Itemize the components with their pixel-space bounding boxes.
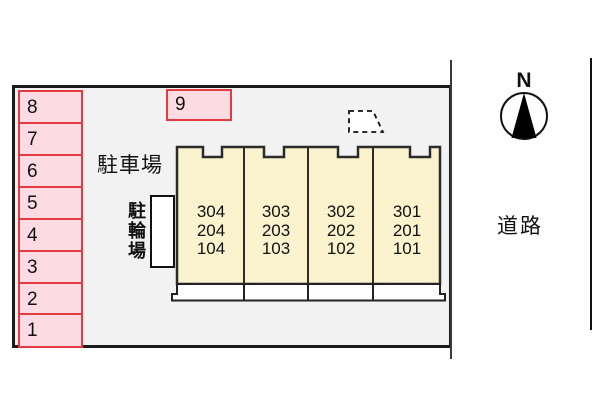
room-number: 101 bbox=[392, 239, 422, 258]
parking-space-7: 7 bbox=[18, 122, 83, 157]
unit-rooms-2: 303 203 103 bbox=[244, 202, 308, 259]
room-number: 302 bbox=[326, 202, 356, 221]
room-number: 103 bbox=[261, 239, 291, 258]
parking-space-1: 1 bbox=[18, 313, 83, 348]
unit-rooms-1: 304 204 104 bbox=[179, 202, 243, 259]
compass-circle bbox=[500, 92, 548, 140]
parking-space-6: 6 bbox=[18, 154, 83, 189]
parking-space-8: 8 bbox=[18, 90, 83, 125]
room-number: 104 bbox=[196, 239, 226, 258]
space-number: 1 bbox=[27, 319, 38, 341]
parking-space-5: 5 bbox=[18, 186, 83, 221]
road-label: 道路 bbox=[497, 215, 543, 238]
room-number: 301 bbox=[392, 202, 422, 221]
property-boundary-line bbox=[450, 60, 452, 359]
road-edge-line bbox=[590, 58, 592, 330]
space-number: 6 bbox=[27, 160, 38, 182]
parking-space-4: 4 bbox=[18, 218, 83, 253]
space-number: 2 bbox=[27, 288, 38, 310]
room-number: 303 bbox=[261, 202, 291, 221]
parking-space-2: 2 bbox=[18, 282, 83, 317]
parking-lot-label: 駐車場 bbox=[97, 154, 163, 177]
unit-rooms-3: 302 202 102 bbox=[309, 202, 373, 259]
unit-rooms-4: 301 201 101 bbox=[375, 202, 439, 259]
bicycle-parking-area bbox=[150, 195, 175, 268]
space-number: 5 bbox=[27, 192, 38, 214]
space-number: 4 bbox=[27, 224, 38, 246]
parking-space-3: 3 bbox=[18, 250, 83, 285]
parking-space-9: 9 bbox=[166, 89, 232, 121]
room-number: 204 bbox=[196, 220, 226, 240]
room-number: 304 bbox=[196, 202, 226, 221]
compass-needle-icon bbox=[511, 93, 537, 138]
room-number: 202 bbox=[326, 220, 356, 240]
bicycle-parking-label: 駐輪場 bbox=[126, 201, 146, 261]
space-number: 9 bbox=[175, 94, 186, 115]
compass-north-label: N bbox=[516, 69, 532, 92]
room-number: 203 bbox=[261, 220, 291, 240]
room-number: 201 bbox=[392, 220, 422, 240]
space-number: 8 bbox=[27, 96, 38, 118]
space-number: 3 bbox=[27, 256, 38, 278]
room-number: 102 bbox=[326, 239, 356, 258]
space-number: 7 bbox=[27, 128, 38, 150]
